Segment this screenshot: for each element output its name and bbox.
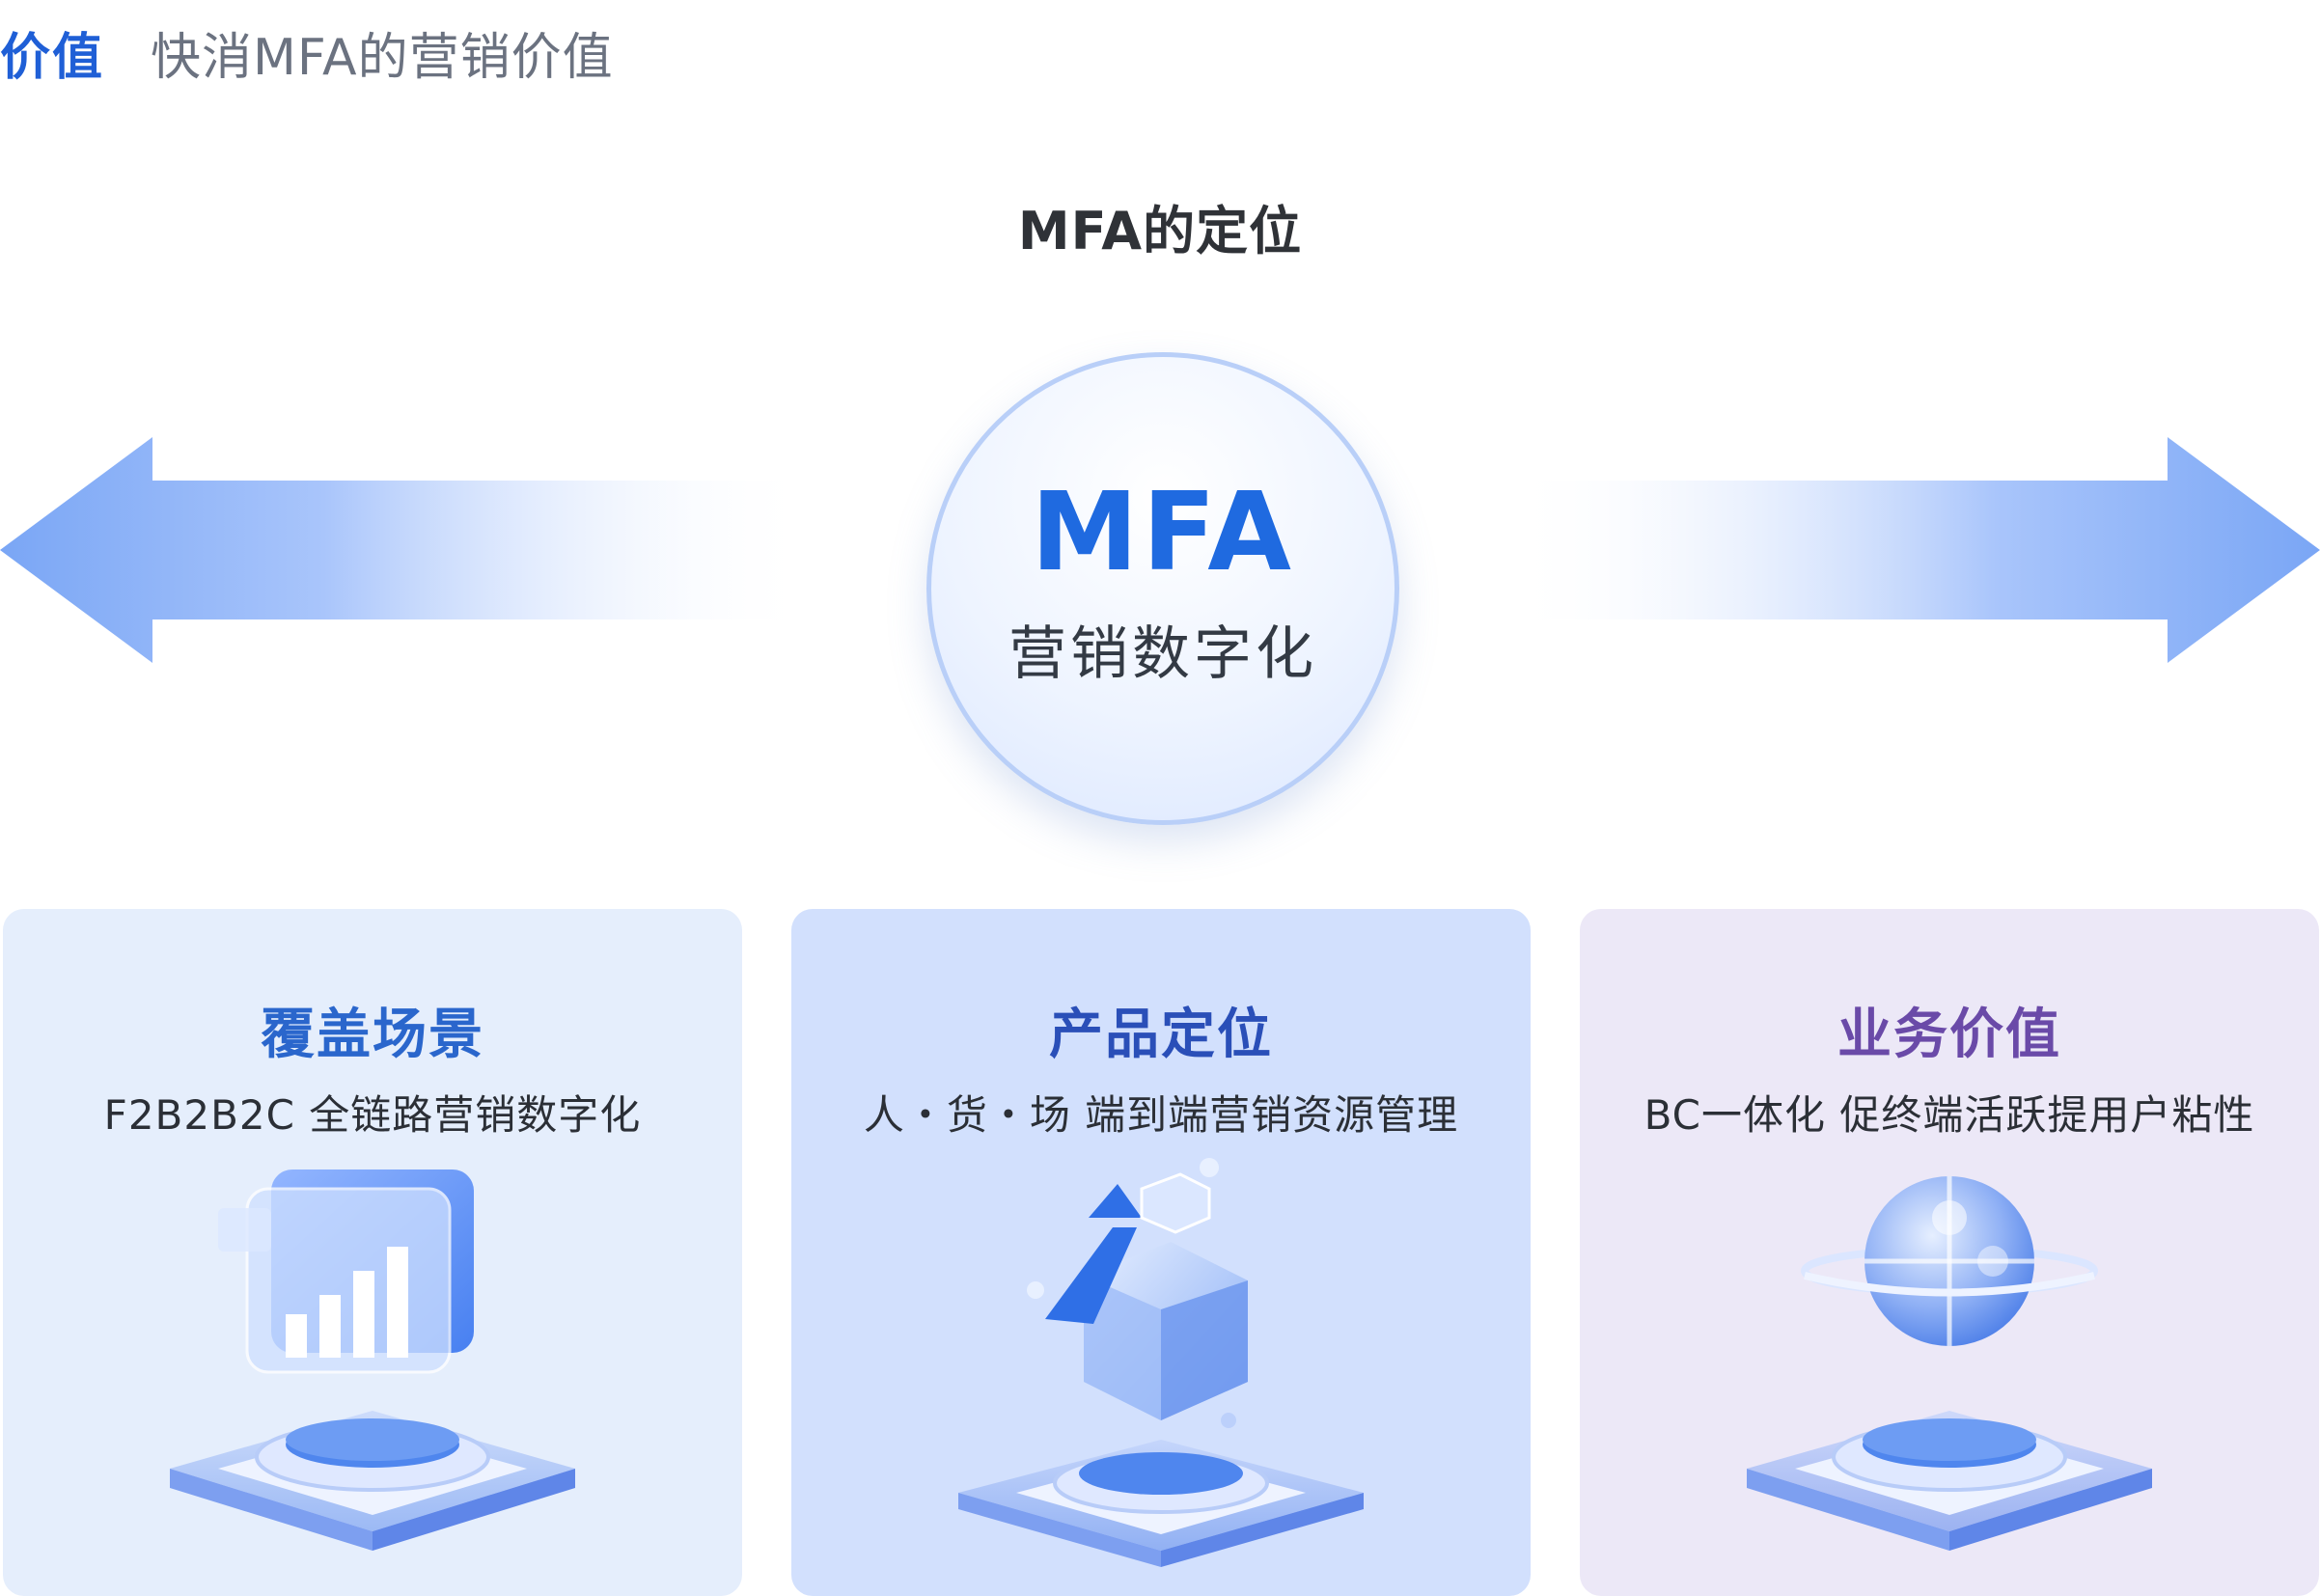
- left-arrow-icon: [0, 437, 811, 663]
- page-header: 价值 快消MFA的营销价值: [0, 17, 614, 87]
- section-title: MFA的定位: [1017, 201, 1303, 261]
- card-positioning: 产品定位 人・货・场 端到端营销资源管理: [791, 909, 1531, 1596]
- card-business-value: 业务价值 BC一体化 促终端活跃提用户粘性: [1580, 909, 2319, 1596]
- center-title: MFA: [1031, 469, 1295, 595]
- card-title: 产品定位: [1049, 1004, 1273, 1066]
- puzzle-globe-3d-icon: [1747, 1176, 2152, 1551]
- card-desc: BC一体化 促终端活跃提用户粘性: [1643, 1091, 2255, 1139]
- center-subtitle: 营销数字化: [1008, 619, 1317, 688]
- mfa-center-circle: MFA 营销数字化: [926, 352, 1399, 825]
- card-desc: F2B2B2C 全链路营销数字化: [103, 1091, 642, 1139]
- growth-cube-3d-icon: [958, 1158, 1364, 1567]
- card-title: 覆盖场景: [261, 1004, 484, 1066]
- right-arrow-icon: [1509, 437, 2320, 663]
- bar-chart-3d-icon: [170, 1169, 575, 1551]
- section-tag: 价值: [0, 28, 105, 87]
- card-coverage: 覆盖场景 F2B2B2C 全链路营销数字化: [3, 909, 742, 1596]
- card-desc: 人・货・场 端到端营销资源管理: [863, 1091, 1459, 1139]
- card-title: 业务价值: [1837, 1004, 2061, 1066]
- page-subtitle: 快消MFA的营销价值: [151, 28, 614, 87]
